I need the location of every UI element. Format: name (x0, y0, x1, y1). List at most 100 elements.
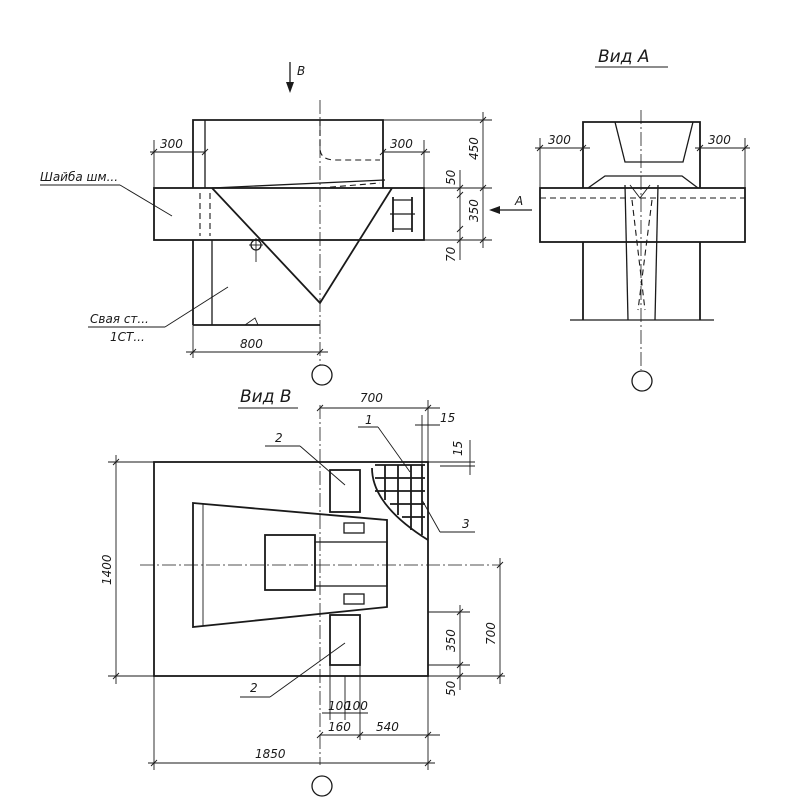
side-axis-marker (631, 370, 653, 392)
tick (479, 236, 487, 244)
reinforcement-cage (390, 197, 415, 232)
front-70: 70 (444, 246, 458, 262)
tick (579, 144, 587, 152)
pos1-leader (377, 426, 411, 473)
plan-100-b: 100 (345, 699, 368, 713)
plan-700-top: 700 (360, 391, 383, 405)
front-350: 350 (467, 199, 481, 222)
washer-leader (119, 184, 173, 217)
tick (356, 731, 364, 739)
view-b-title: Вид В (240, 387, 292, 407)
washer-beam (153, 187, 425, 241)
pile-callout-1: Свая ст... (90, 312, 149, 326)
pos-3-label: 3 (462, 517, 470, 531)
side-funnel-hidden-1 (631, 199, 646, 311)
front-view: В (40, 62, 492, 386)
plan-350: 350 (444, 629, 458, 652)
side-column (582, 121, 701, 188)
tick (150, 759, 158, 767)
tick (456, 191, 464, 199)
side-300-left: 300 (548, 133, 571, 147)
plan-pile-bottom (329, 614, 361, 666)
side-funnel-left (624, 184, 629, 321)
side-300-right: 300 (708, 133, 731, 147)
side-column-socket (614, 121, 694, 163)
plan-1850: 1850 (255, 747, 286, 761)
plan-100-a: 100 (328, 699, 351, 713)
tick (496, 672, 504, 680)
plan-160: 160 (328, 720, 351, 734)
pos-2-top-label: 2 (275, 431, 283, 445)
view-a: Вид А 300 300 (489, 47, 750, 392)
funnel-hidden-edge (319, 182, 381, 189)
side-column-chamfer (587, 175, 699, 189)
tick (420, 148, 428, 156)
plan-funnel (192, 502, 388, 628)
plan-700-right: 700 (484, 622, 498, 645)
column-block (192, 119, 384, 188)
plan-column (264, 534, 316, 591)
tick (316, 348, 324, 356)
funnel-top-edge (211, 179, 386, 189)
pile-leader (164, 286, 229, 328)
front-800: 800 (240, 337, 263, 351)
tick (201, 148, 209, 156)
tick (456, 661, 464, 669)
pile-break-mark (244, 317, 259, 326)
front-50: 50 (444, 169, 458, 185)
tick (496, 561, 504, 569)
grid-curve (371, 467, 429, 541)
tick (479, 116, 487, 124)
plan-reinforcement-grid (371, 464, 429, 541)
view-b: Вид В (100, 387, 505, 797)
tick (456, 225, 464, 233)
plan-insert-top (343, 522, 365, 534)
pos-2-bottom-label: 2 (250, 681, 258, 695)
pos2-top-leader (299, 445, 346, 486)
plan-insert-bottom (343, 593, 365, 605)
pos3-leader (421, 499, 441, 533)
tick (741, 144, 749, 152)
tick (536, 144, 544, 152)
front-450: 450 (467, 137, 481, 160)
tick (424, 731, 432, 739)
tick (379, 148, 387, 156)
tick (112, 458, 120, 466)
plan-pile-top (329, 469, 361, 513)
plan-540: 540 (376, 720, 399, 734)
washer-callout: Шайба шм... (40, 170, 118, 184)
view-b-arrowhead (286, 82, 294, 93)
view-a-arrowhead (489, 206, 500, 214)
pile-callout-2: 1СТ... (110, 330, 145, 344)
front-300-left: 300 (160, 137, 183, 151)
front-300-right: 300 (390, 137, 413, 151)
plan-50: 50 (444, 680, 458, 696)
tick (456, 184, 464, 192)
plan-outline (153, 461, 429, 677)
plan-15-b: 15 (451, 441, 465, 456)
tick (479, 184, 487, 192)
tick (112, 672, 120, 680)
tick (456, 608, 464, 616)
plan-socket (314, 541, 388, 587)
side-washer-beam (539, 187, 746, 243)
side-funnel-right (654, 184, 659, 321)
pos2-bottom-leader (269, 642, 346, 698)
tick (316, 404, 324, 412)
plan-axis-marker (311, 775, 333, 797)
plan-15-a: 15 (440, 411, 455, 425)
pos-1-label: 1 (365, 413, 373, 427)
plan-1400: 1400 (100, 554, 114, 585)
tick (456, 236, 464, 244)
view-a-marker: А (514, 194, 523, 208)
tick (456, 672, 464, 680)
side-funnel-hidden-2 (637, 199, 653, 311)
tick (424, 759, 432, 767)
column-hidden-socket (319, 120, 380, 161)
tick (424, 404, 432, 412)
side-funnel-top (629, 184, 651, 199)
tick (150, 148, 158, 156)
tick (189, 348, 197, 356)
funnel-outline (211, 187, 393, 305)
